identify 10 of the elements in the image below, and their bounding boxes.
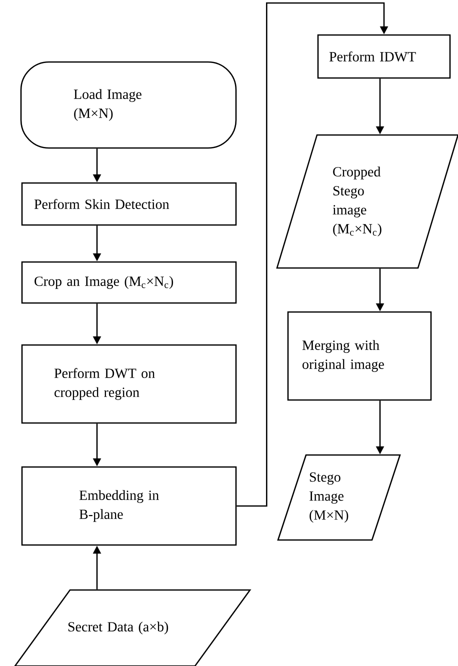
process-box: Perform IDWT xyxy=(317,34,451,79)
process-box: Crop an Image (M$_{c}$×N$_{c}$) xyxy=(21,261,237,304)
process-box: Perform Skin Detection xyxy=(21,182,237,226)
data-parallelogram: Stego Image (M×N) xyxy=(277,454,401,541)
process-box: Embedding in B-plane xyxy=(21,466,237,546)
arrow xyxy=(236,2,388,507)
data-parallelogram: Cropped Stego image (M$_{c}$×N$_{c}$) xyxy=(276,134,458,269)
process-box: Perform DWT on cropped region xyxy=(21,344,237,424)
terminator-box: Load Image (M×N) xyxy=(20,61,237,149)
process-box: Merging with original image xyxy=(287,311,432,401)
